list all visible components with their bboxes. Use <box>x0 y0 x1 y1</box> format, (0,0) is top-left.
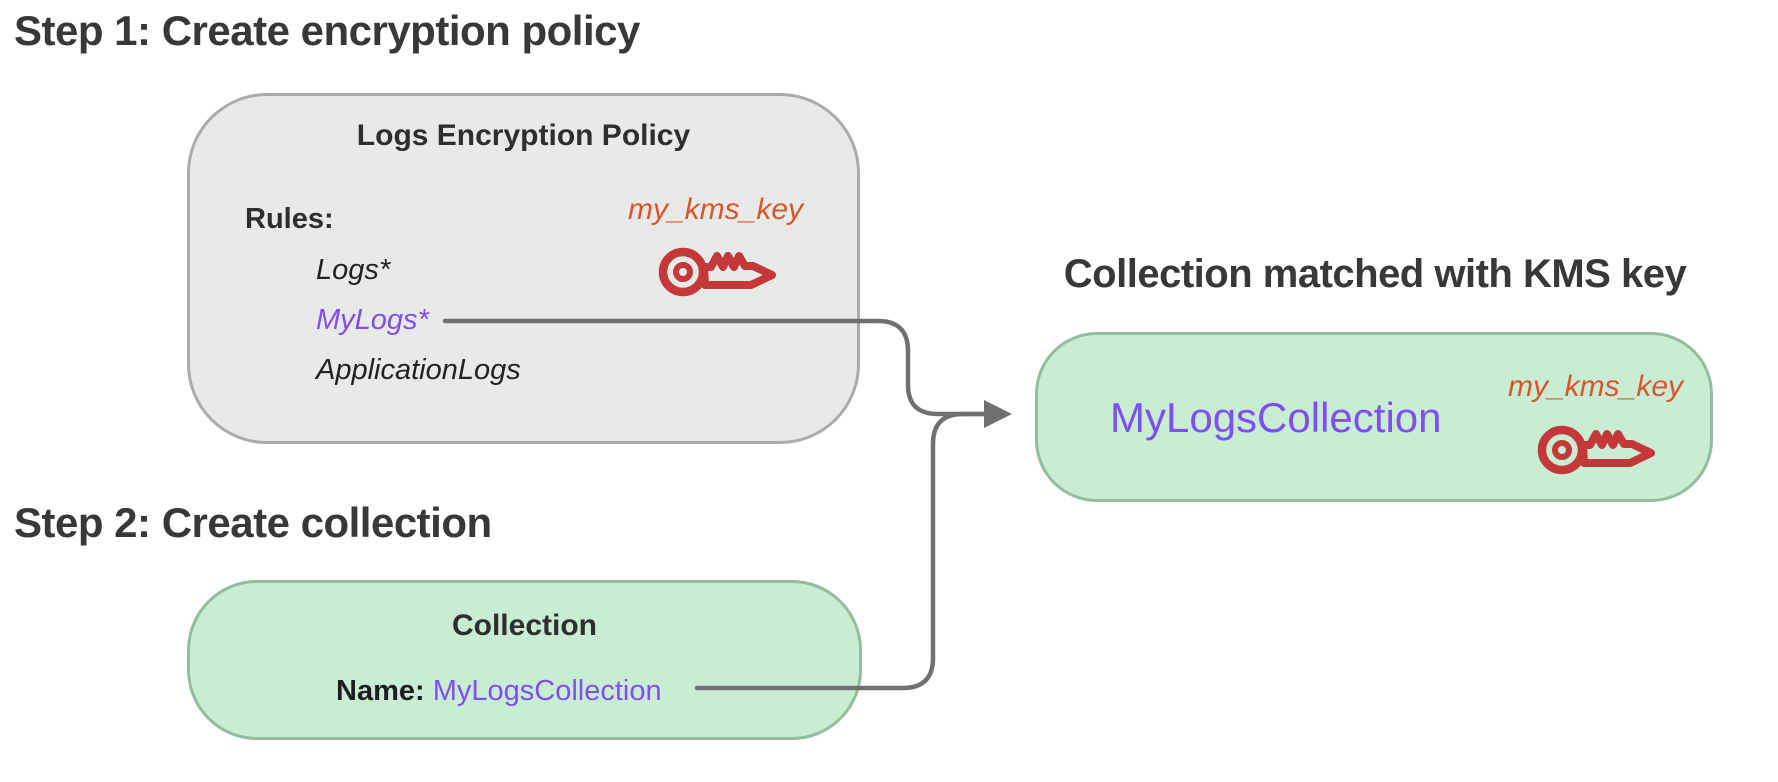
matched-kms-key-label: my_kms_key <box>1508 370 1684 403</box>
rule-applicationlogs: ApplicationLogs <box>316 354 521 386</box>
collection-name-value: MyLogsCollection <box>432 675 662 707</box>
kms-key-icon <box>658 247 776 297</box>
collection-box-title: Collection <box>451 609 597 642</box>
step1-heading: Step 1: Create encryption policy <box>14 7 640 54</box>
rule-mylogs: MyLogs* <box>316 304 429 336</box>
policy-kms-key-label: my_kms_key <box>628 193 804 226</box>
collection-name-row: Name: MyLogsCollection <box>336 675 662 708</box>
rules-label: Rules: <box>245 203 334 235</box>
rule-logs: Logs* <box>316 254 391 286</box>
arrowhead <box>984 400 1012 428</box>
kms-key-icon <box>1537 425 1655 475</box>
collection-name-label: Name: <box>336 675 425 707</box>
collection-box <box>187 580 862 740</box>
matched-collection-box <box>1035 332 1713 502</box>
policy-box-title: Logs Encryption Policy <box>356 119 691 152</box>
matched-collection-name: MyLogsCollection <box>1110 394 1442 441</box>
matched-heading: Collection matched with KMS key <box>1063 252 1687 296</box>
step2-heading: Step 2: Create collection <box>14 499 492 546</box>
